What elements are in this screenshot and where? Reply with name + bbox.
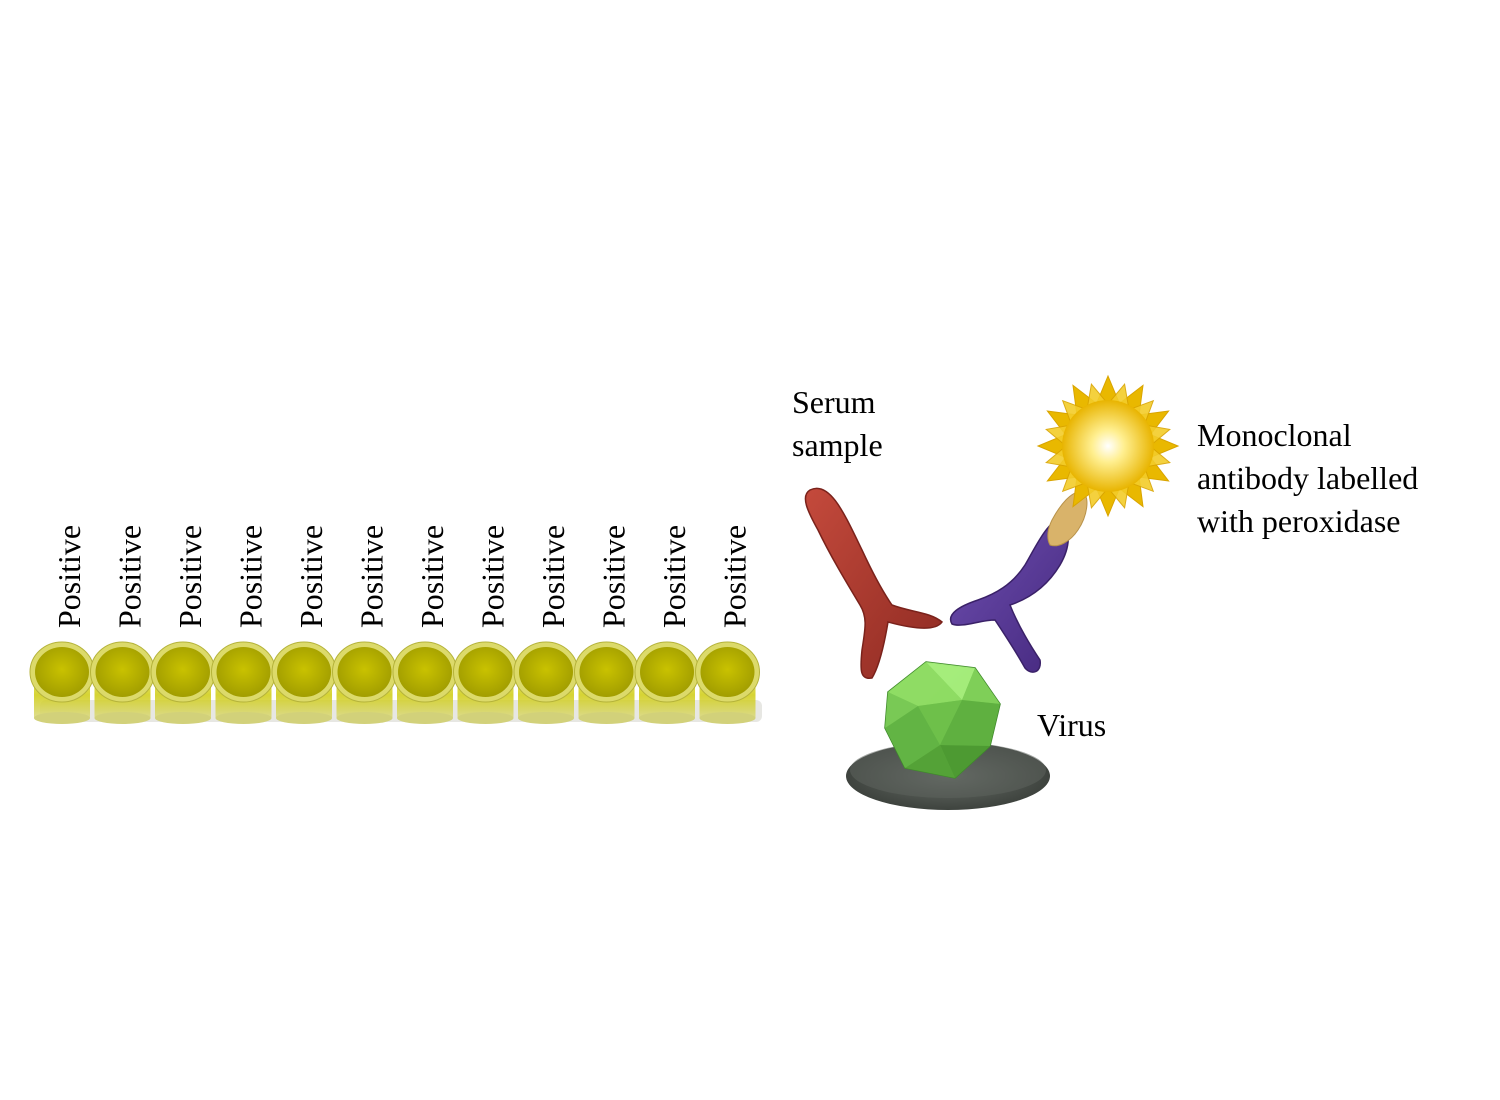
well (574, 641, 639, 724)
well-label: Positive (414, 525, 450, 628)
virus-group (846, 661, 1050, 810)
well (211, 641, 276, 724)
peroxidase-tip (1047, 491, 1088, 547)
well (332, 641, 397, 724)
well (513, 641, 579, 724)
well-strip: Positive Positive Positive Positive Positive… (29, 525, 762, 724)
well-label: Positive (535, 525, 571, 628)
serum-label-line1: Serum (792, 384, 876, 420)
well-label: Positive (656, 525, 692, 628)
well (150, 641, 216, 724)
wells-group (29, 641, 760, 724)
well-label: Positive (717, 525, 753, 628)
well-label: Positive (596, 525, 632, 628)
monoclonal-antibody (949, 491, 1088, 673)
well-label: Positive (172, 525, 208, 628)
peroxidase-star-icon (1036, 374, 1180, 518)
well (634, 641, 700, 724)
serum-antibody-shape (804, 487, 944, 679)
serum-label-line2: sample (792, 427, 883, 463)
virus-label: Virus (1037, 707, 1106, 743)
well (29, 641, 95, 724)
well (392, 641, 458, 724)
well-label: Positive (112, 525, 148, 628)
virus-icon (884, 661, 1001, 779)
monoclonal-label-line3: with peroxidase (1197, 503, 1401, 539)
well (453, 641, 518, 724)
monoclonal-label-line1: Monoclonal (1197, 417, 1352, 453)
monoclonal-label-line2: antibody labelled (1197, 460, 1418, 496)
well (271, 641, 337, 724)
well-label: Positive (475, 525, 511, 628)
well-label: Positive (293, 525, 329, 628)
well (90, 641, 155, 724)
serum-antibody (804, 487, 944, 679)
well-label: Positive (51, 525, 87, 628)
well-label: Positive (233, 525, 269, 628)
well (695, 641, 760, 724)
monoclonal-antibody-shape (949, 519, 1069, 673)
well-label: Positive (354, 525, 390, 628)
well-labels-group: Positive Positive Positive Positive Positive… (51, 525, 753, 628)
